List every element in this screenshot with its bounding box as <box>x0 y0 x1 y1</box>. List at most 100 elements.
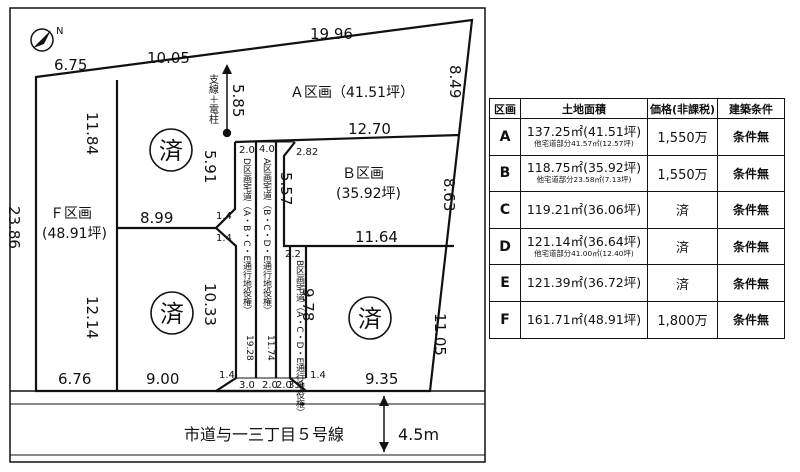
dim-f-lower: 12.14 <box>83 296 101 339</box>
table-row: C 119.21㎡(36.06坪) 済 条件無 <box>489 191 785 229</box>
dim-11-74: 11.74 <box>265 335 275 361</box>
row-condition: 条件無 <box>717 300 785 339</box>
dimension-labels: 6.75 10.05 19.96 23.86 11.84 12.14 5.85 … <box>5 25 464 391</box>
road-name: 市道与一三丁目５号線 <box>184 425 344 444</box>
row-condition: 条件無 <box>717 264 785 302</box>
row-condition: 条件無 <box>717 154 785 193</box>
area-main: 121.39㎡(36.72坪) <box>526 275 642 291</box>
row-area: 121.14㎡(36.64坪) 他宅道部分41.00㎡(12.40坪) <box>520 227 648 266</box>
header-area: 土地面積 <box>520 98 648 119</box>
row-price: 済 <box>647 227 718 266</box>
header-condition: 建築条件 <box>717 98 785 119</box>
area-main: 137.25㎡(41.51坪) <box>526 123 642 139</box>
lot-a-label: Ａ区画（41.51坪） <box>290 85 414 101</box>
svg-text:済: 済 <box>358 305 382 333</box>
easement-d: D区画宅道（A・B・C・E通行地役権） <box>241 158 252 315</box>
row-area: 161.71㎡(48.91坪) <box>520 300 648 339</box>
row-area: 121.39㎡(36.72坪) <box>520 264 648 302</box>
row-price: 済 <box>647 191 718 229</box>
svg-text:済: 済 <box>159 137 183 165</box>
row-ku: E <box>489 264 521 302</box>
row-area: 137.25㎡(41.51坪) 他宅道部分41.57㎡(12.57坪) <box>520 118 648 156</box>
dim-mid-left: 5.91 <box>201 150 219 183</box>
lot-f-area: (48.91坪) <box>42 226 107 242</box>
row-condition: 条件無 <box>717 227 785 266</box>
easement-labels: D区画宅道（A・B・C・E通行地役権） A区画宅道（B・C・D・E通行地役権） … <box>241 158 305 417</box>
plan-frame <box>9 7 486 463</box>
row-price: 1,550万 <box>647 154 718 193</box>
table-row: A 137.25㎡(41.51坪) 他宅道部分41.57㎡(12.57坪) 1,… <box>489 118 785 156</box>
dim-f-upper: 11.84 <box>83 112 101 155</box>
row-ku: C <box>489 191 521 229</box>
dim-top-left: 6.75 <box>54 56 87 74</box>
dim-top-right: 19.96 <box>310 25 353 43</box>
area-main: 119.21㎡(36.06坪) <box>526 201 642 217</box>
north-arrow-icon: N <box>30 26 63 52</box>
dim-3-0-a: 3.0 <box>239 380 255 391</box>
row-price: 1,550万 <box>647 118 718 156</box>
dim-right-8-63: 8.63 <box>440 178 458 211</box>
area-main: 121.14㎡(36.64坪) <box>526 233 642 249</box>
dim-a-right: 8.49 <box>446 65 464 98</box>
easement-a: A区画宅道（B・C・D・E通行地役権） <box>261 158 272 315</box>
lot-labels: Ａ区画（41.51坪） Ｂ区画 (35.92坪) Ｆ区画 (48.91坪) <box>42 85 414 242</box>
table-row: D 121.14㎡(36.64坪) 他宅道部分41.00㎡(12.40坪) 済 … <box>489 227 785 266</box>
dim-corner-1-4-c: 1.4 <box>219 370 235 381</box>
dim-4-0: 4.0 <box>259 144 275 155</box>
lot-b-label: Ｂ区画 <box>342 166 384 182</box>
road-width: 4.5m <box>398 425 439 444</box>
road-area: 市道与一三丁目５号線 4.5m <box>10 390 485 456</box>
row-condition: 条件無 <box>717 191 785 229</box>
dim-bottom-9-35: 9.35 <box>365 370 398 388</box>
dim-f-e-boundary: 8.99 <box>140 209 173 227</box>
dim-d-height: 9.78 <box>299 288 317 321</box>
row-area: 118.75㎡(35.92坪) 他宅道部分23.58㎡(7.13坪) <box>520 154 648 193</box>
header-ku: 区画 <box>489 98 521 119</box>
area-main: 118.75㎡(35.92坪) <box>526 160 642 176</box>
dim-e-height: 10.33 <box>201 283 219 326</box>
area-sub: 他宅道部分23.58㎡(7.13坪) <box>536 175 632 185</box>
dim-corner-1-4-d: 1.4 <box>310 370 326 381</box>
row-ku: A <box>489 118 521 156</box>
easement-b: B区画宅道（A・C・D・E通行地役権） <box>294 260 305 417</box>
lot-outlines <box>34 18 474 393</box>
lot-b-area: (35.92坪) <box>336 186 401 202</box>
dimension-ticks <box>236 141 306 379</box>
table-row: B 118.75㎡(35.92坪) 他宅道部分23.58㎡(7.13坪) 1,5… <box>489 154 785 193</box>
dim-2-2: 2.2 <box>285 249 301 260</box>
row-ku: D <box>489 227 521 266</box>
table-header-row: 区画 土地面積 価格(非課税) 建築条件 <box>489 98 785 119</box>
area-main: 161.71㎡(48.91坪) <box>526 311 642 327</box>
sold-stamps: 済 済 済 <box>149 128 392 340</box>
utility-pole: 支線＋電柱 <box>207 64 232 138</box>
dim-top-mid: 10.05 <box>147 49 190 67</box>
lot-f-label: Ｆ区画 <box>50 206 92 222</box>
dim-2-0-c: 2.0 <box>276 380 292 391</box>
dim-bottom-9-00: 9.00 <box>146 370 179 388</box>
row-condition: 条件無 <box>717 118 785 156</box>
pole-label: 支線＋電柱 <box>207 74 219 125</box>
area-sub: 他宅道部分41.00㎡(12.40坪) <box>534 248 634 258</box>
site-plan: 市道与一三丁目５号線 4.5m 支線＋電柱 N <box>5 7 486 463</box>
area-sub: 他宅道部分41.57㎡(12.57坪) <box>534 139 634 148</box>
table-row: F 161.71㎡(48.91坪) 1,800万 条件無 <box>489 300 785 339</box>
header-price: 価格(非課税) <box>647 98 718 119</box>
dim-a-left: 5.85 <box>229 84 247 117</box>
dim-corner-1-4-a: 1.4 <box>216 211 232 222</box>
row-price: 済 <box>647 264 718 302</box>
row-area: 119.21㎡(36.06坪) <box>520 191 648 229</box>
dim-corner-1-4-b: 1.4 <box>216 233 232 244</box>
dim-2-82: 2.82 <box>296 147 318 158</box>
row-ku: F <box>489 300 521 339</box>
sold-stamp-e: 済 <box>150 291 194 335</box>
dim-f-height: 23.86 <box>5 206 23 249</box>
north-label: N <box>56 26 63 37</box>
dim-bottom-6-76: 6.76 <box>58 370 91 388</box>
table-row: E 121.39㎡(36.72坪) 済 条件無 <box>489 264 785 302</box>
sold-stamp-c: 済 <box>149 128 193 172</box>
row-ku: B <box>489 154 521 193</box>
price-table: 区画 土地面積 価格(非課税) 建築条件 A 137.25㎡(41.51坪) 他… <box>489 98 785 339</box>
svg-text:済: 済 <box>160 300 184 328</box>
sold-stamp-d: 済 <box>348 296 392 340</box>
dim-3-0-b: 3.0 <box>288 380 304 391</box>
